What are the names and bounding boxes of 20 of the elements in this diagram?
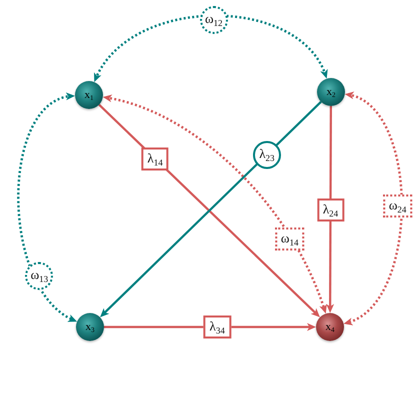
node-label: x$_{4}$: [326, 322, 334, 332]
node-label: x$_{1}$: [84, 90, 94, 100]
edge-label: ω$_{13}$: [25, 262, 54, 290]
node-label: x$_{3}$: [86, 322, 94, 332]
node-label: x$_{2}$: [326, 86, 336, 98]
arrow: [326, 106, 334, 313]
edge-label: λ$_{23}$: [252, 140, 281, 168]
sphere-node: [317, 78, 345, 106]
sphere-node: [75, 81, 103, 109]
edge-label: ω$_{24}$: [382, 194, 412, 218]
sphere-node: [316, 313, 344, 341]
edge-label: λ$_{24}$: [316, 198, 344, 221]
edge-label: ω$_{14}$: [274, 228, 304, 251]
edge-label: λ$_{14}$: [141, 147, 169, 170]
dotted-double-headed-arrow: [344, 92, 403, 324]
dotted-double-headed-arrow: [94, 14, 328, 82]
edge-label: ω$_{12}$: [200, 6, 228, 34]
dotted-double-headed-arrow: [17, 94, 77, 322]
edge-label: λ$_{34}$: [204, 316, 231, 338]
sphere-node: [76, 313, 104, 341]
